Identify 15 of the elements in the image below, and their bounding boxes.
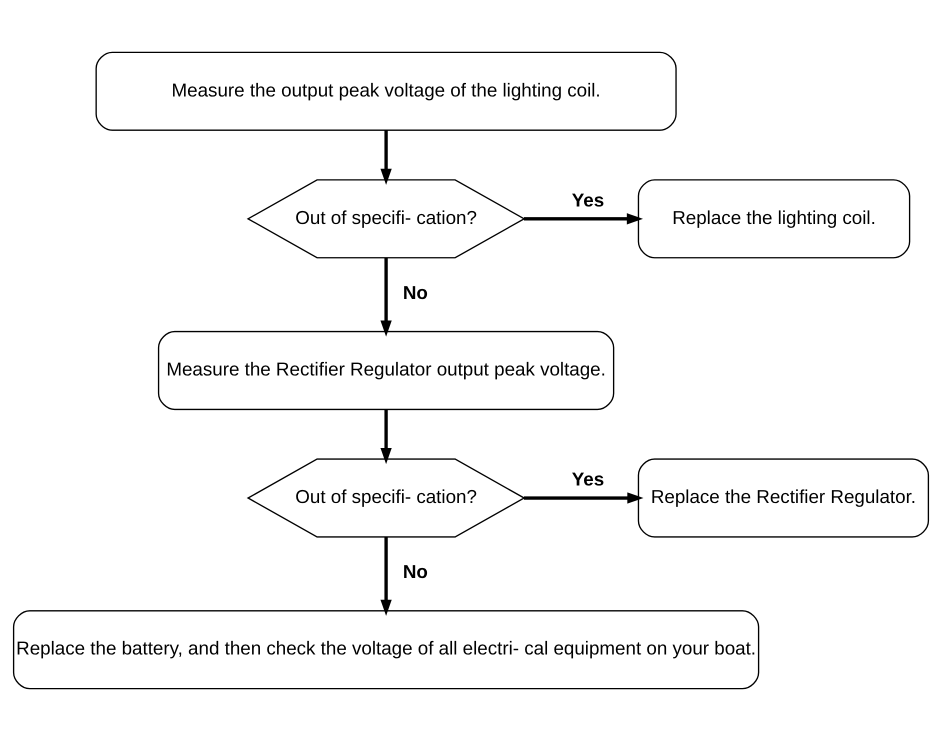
node-box: Replace the lighting coil. (638, 178, 910, 258)
arrow (380, 257, 392, 336)
arrow (380, 536, 392, 616)
arrow (524, 212, 643, 224)
node-box: Measure the Rectifier Regulator output peak voltage. (158, 330, 614, 410)
arrow (380, 130, 392, 184)
edge-label: No (402, 281, 428, 302)
edge-label: No (402, 560, 428, 582)
node-box: Replace the battery, and then check the voltage of all electri- cal equipment on your boat. (12, 610, 760, 689)
edge-label: Yes (572, 468, 604, 490)
arrow (524, 492, 644, 504)
edge-label: Yes (572, 188, 604, 210)
arrow (380, 409, 392, 464)
node-box: Measure the output peak voltage of the lighting coil. (95, 51, 677, 130)
node-box: Replace the Rectifier Regulator. (638, 458, 930, 538)
